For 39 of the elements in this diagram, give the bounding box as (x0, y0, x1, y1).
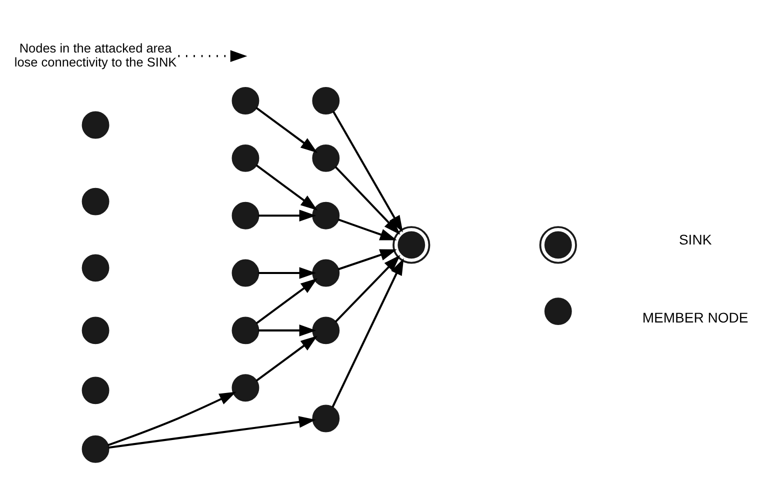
arrow (178, 50, 248, 62)
node-circle (82, 435, 110, 463)
arrow (108, 416, 316, 449)
legend-label: MEMBER NODE (642, 310, 748, 326)
arrow (256, 164, 318, 210)
node-circle (232, 316, 260, 344)
arrow (108, 392, 236, 446)
arrow (256, 336, 318, 382)
node-circle (312, 316, 340, 344)
node-circle (312, 202, 340, 230)
arrow (332, 258, 404, 408)
arrow (334, 166, 400, 235)
node-circle (232, 374, 260, 402)
node-circle (232, 144, 260, 172)
node-circle (82, 188, 110, 216)
node-circle (312, 87, 340, 114)
arrow (256, 106, 318, 153)
node-circle (82, 111, 110, 139)
node-circle (544, 298, 572, 326)
node-circle (82, 316, 110, 344)
arrow (334, 255, 400, 323)
arrow (258, 210, 316, 222)
arrow (338, 218, 397, 240)
node-circle (82, 254, 110, 282)
node-circle (232, 202, 260, 230)
node-text: Nodes in the attacked area lose connectivity to the SINK (14, 40, 177, 70)
legend-label: SINK (678, 232, 712, 248)
node-circle (232, 259, 260, 287)
node-circle (312, 144, 340, 172)
arrow (338, 249, 397, 270)
node-circle (539, 226, 577, 264)
arrow (256, 278, 318, 324)
node-circle (392, 226, 430, 264)
arrow (258, 324, 316, 336)
node-circle (312, 404, 340, 432)
arrow (258, 267, 316, 279)
node-circle (232, 87, 260, 114)
node-circle (82, 376, 110, 404)
node-circle (312, 259, 340, 287)
